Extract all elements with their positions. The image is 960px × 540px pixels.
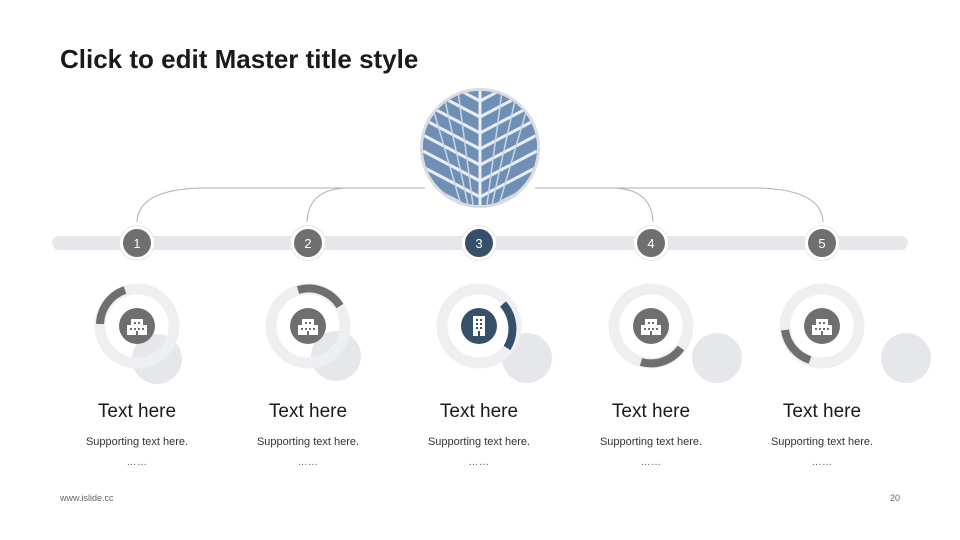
step-subtitle-2[interactable]: Supporting text here. <box>256 436 360 448</box>
step-icon-1 <box>119 308 155 344</box>
step-icon-3 <box>461 308 497 344</box>
step-ring-3 <box>436 283 557 384</box>
step-number-2[interactable]: 2 <box>291 226 325 260</box>
building-icon <box>812 319 832 335</box>
step-dots-4: …… <box>640 457 662 468</box>
step-ring-5 <box>779 283 931 384</box>
building-icon <box>127 319 147 335</box>
step-dots-3: …… <box>468 457 490 468</box>
step-title-4[interactable]: Text here <box>611 401 691 422</box>
step-dots-5: …… <box>811 457 833 468</box>
step-title-3[interactable]: Text here <box>439 401 519 422</box>
step-icon-5 <box>804 308 840 344</box>
step-number-4[interactable]: 4 <box>634 226 668 260</box>
step-dots-2: …… <box>297 457 319 468</box>
building-icon <box>641 319 661 335</box>
step-title-1[interactable]: Text here <box>97 401 177 422</box>
step-subtitle-3[interactable]: Supporting text here. <box>427 436 531 448</box>
footer-url: www.islide.cc <box>60 493 114 503</box>
connector-line-1 <box>136 187 425 223</box>
step-number-5[interactable]: 5 <box>805 226 839 260</box>
step-subtitle-4[interactable]: Supporting text here. <box>599 436 703 448</box>
connector-line-5 <box>535 187 824 223</box>
step-title-2[interactable]: Text here <box>268 401 348 422</box>
step-subtitle-5[interactable]: Supporting text here. <box>770 436 874 448</box>
building-icon <box>298 319 318 335</box>
step-icon-4 <box>633 308 669 344</box>
step-number-3[interactable]: 3 <box>462 226 496 260</box>
step-ring-1 <box>94 283 195 384</box>
step-dots-1: …… <box>126 457 148 468</box>
step-title-5[interactable]: Text here <box>782 401 862 422</box>
step-ring-4 <box>608 283 749 384</box>
hero-image[interactable] <box>420 88 540 208</box>
step-icon-2 <box>290 308 326 344</box>
slide-title[interactable]: Click to edit Master title style <box>60 44 419 74</box>
building-photo-art <box>423 91 537 205</box>
step-ring-2 <box>265 283 366 384</box>
connector-line-4 <box>535 187 654 223</box>
step-number-1[interactable]: 1 <box>120 226 154 260</box>
step-subtitle-1[interactable]: Supporting text here. <box>85 436 189 448</box>
building-icon <box>473 316 485 336</box>
page-number: 20 <box>889 493 900 503</box>
connector-line-2 <box>306 187 425 223</box>
